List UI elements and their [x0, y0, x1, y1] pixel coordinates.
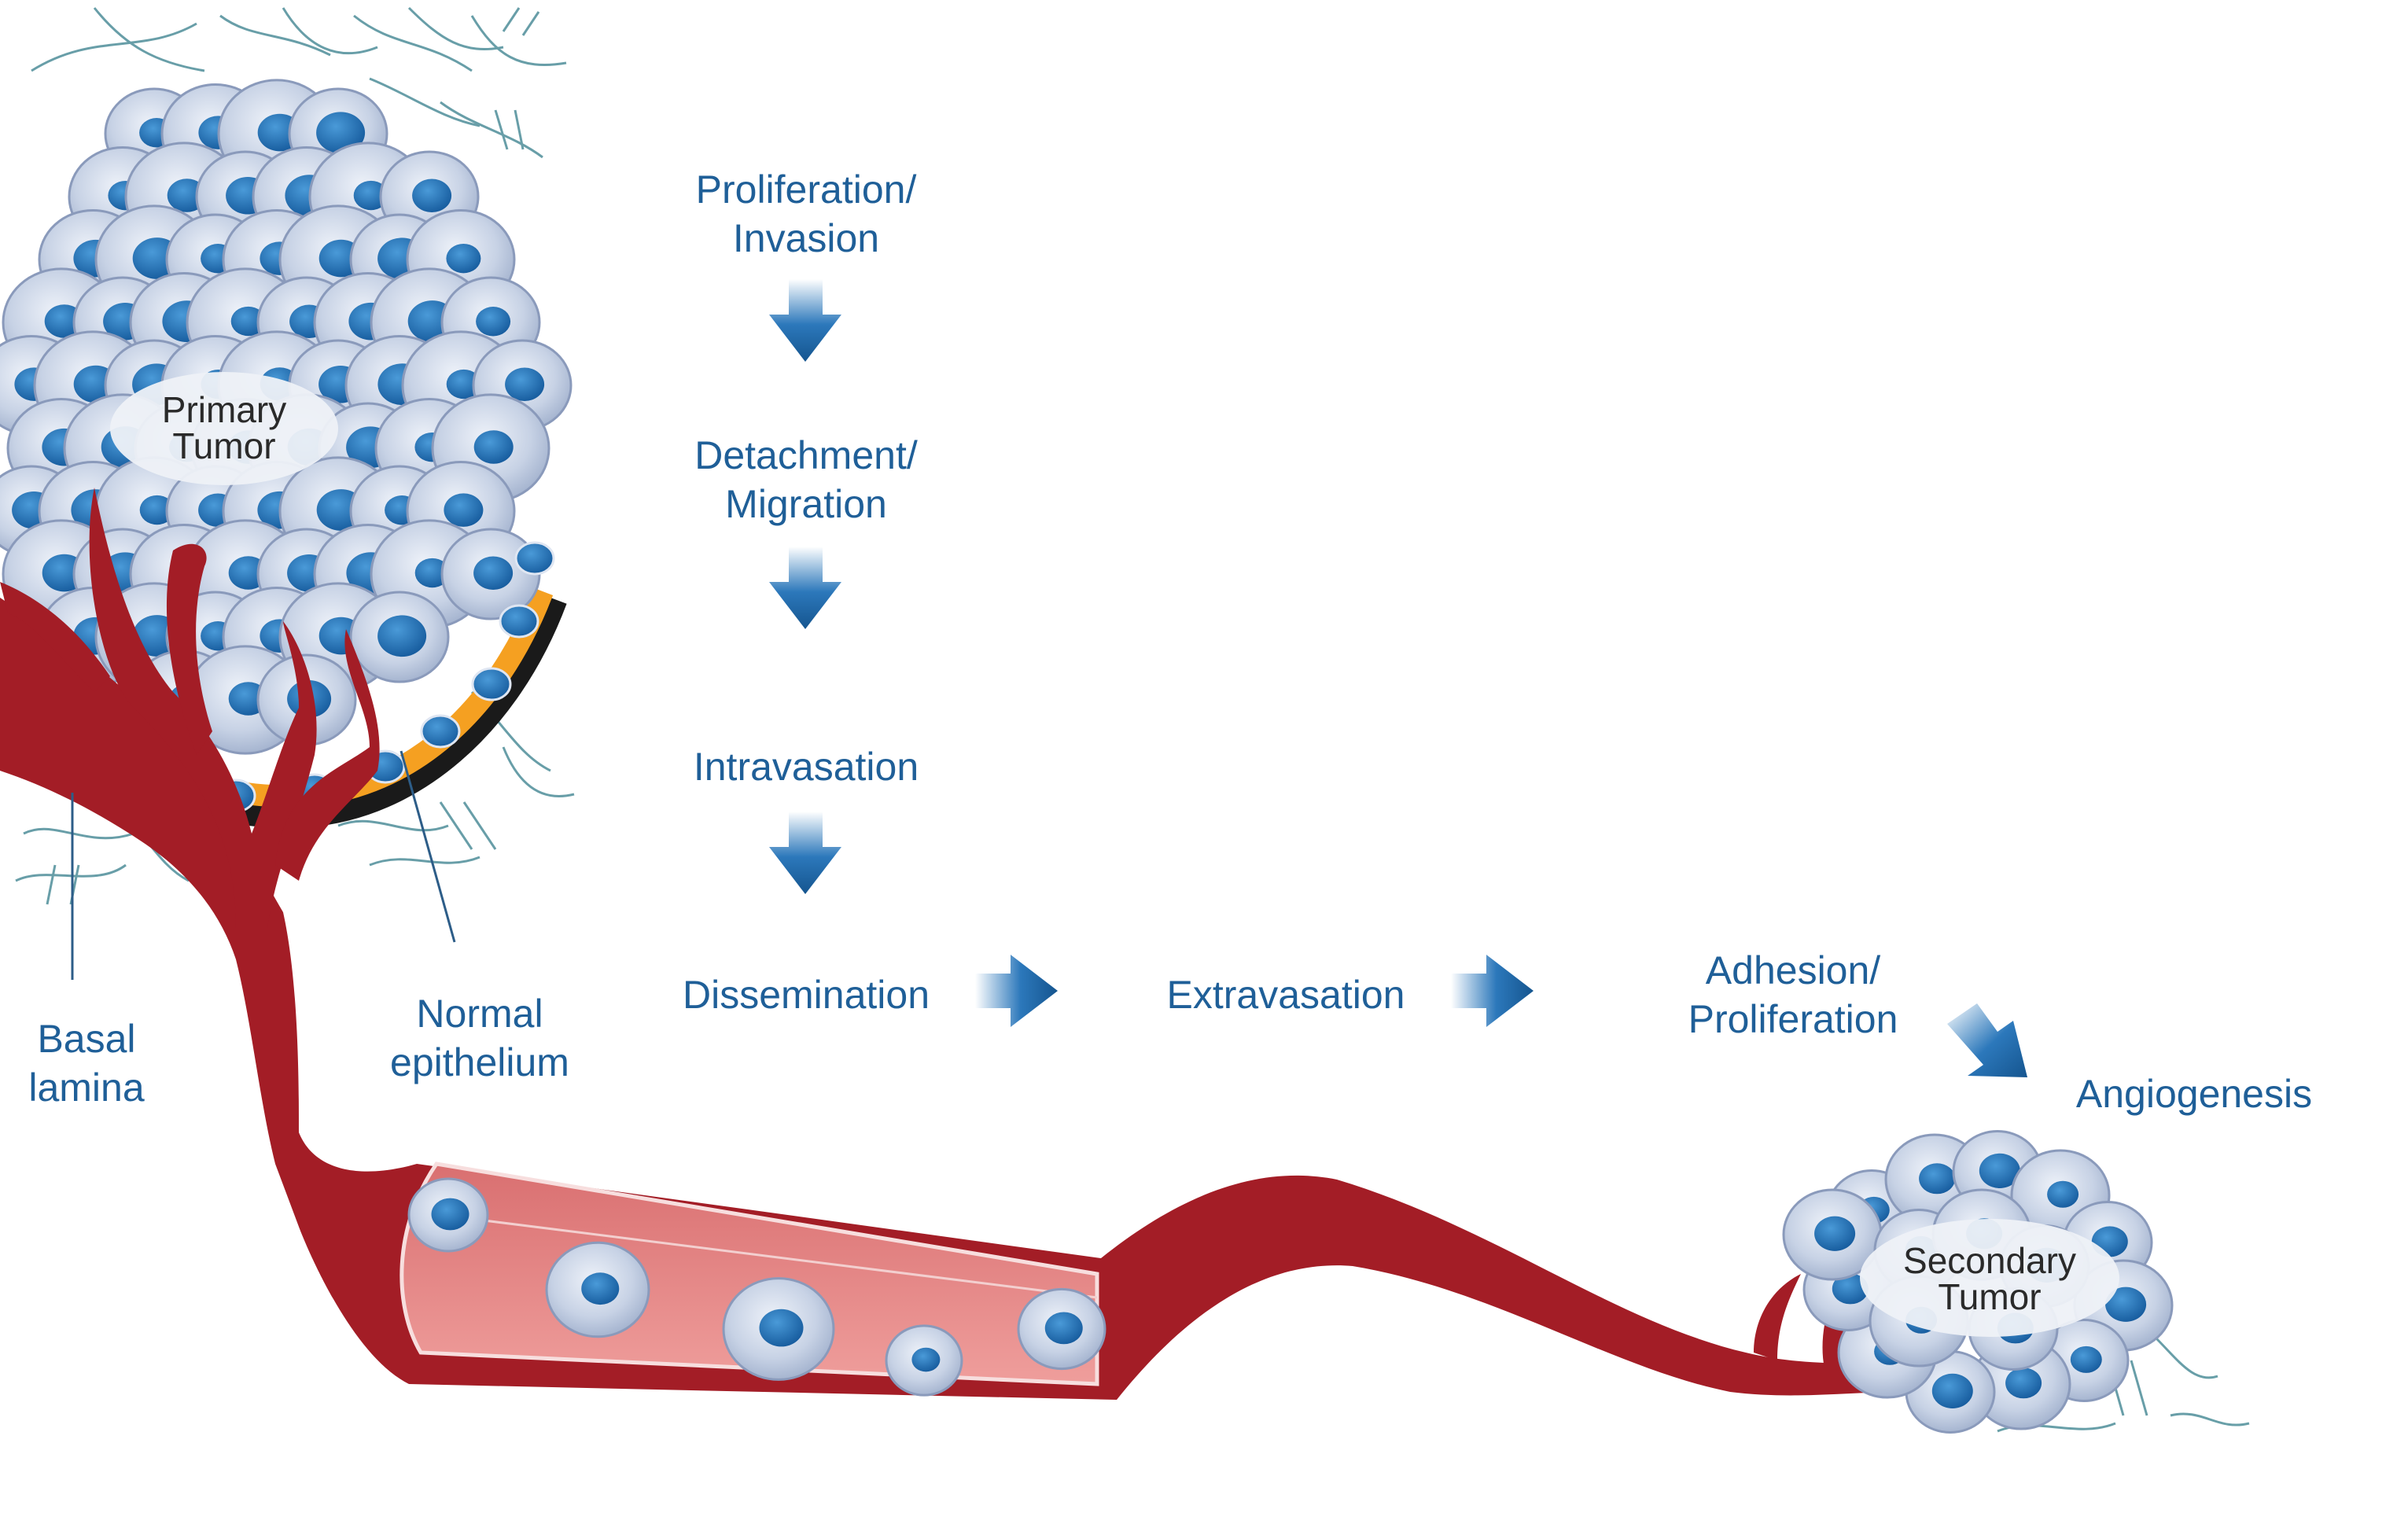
diagonal-arrow-icon	[1947, 1003, 2027, 1077]
epithelial-cell	[471, 667, 512, 701]
right-arrow-icon	[1451, 955, 1534, 1027]
step-extravasation: Extravasation	[1166, 973, 1405, 1017]
primary-tumor-label: Primary Tumor	[161, 389, 287, 466]
secondary-tumor-cells	[1782, 1129, 2174, 1434]
down-arrow-icon	[769, 812, 841, 894]
step-angiogenesis: Angiogenesis	[2075, 1072, 2313, 1116]
primary-tumor-label-backdrop	[110, 372, 338, 485]
normal-epithelium-label: Normal epithelium	[390, 992, 569, 1084]
down-arrow-icon	[769, 279, 841, 362]
step-adhesion-proliferation: Adhesion/ Proliferation	[1688, 948, 1898, 1041]
circulating-cell	[545, 1241, 650, 1338]
epithelial-cell	[420, 714, 461, 749]
step-detachment-migration: Detachment/ Migration	[694, 433, 918, 526]
epithelial-cell	[499, 604, 539, 639]
secondary-tumor-label-backdrop	[1860, 1219, 2119, 1337]
right-arrow-icon	[975, 955, 1058, 1027]
primary-tumor-cells	[0, 79, 573, 755]
circulating-cell	[1017, 1287, 1106, 1371]
secondary-tumor-label: Secondary Tumor	[1903, 1240, 2076, 1317]
circulating-cell	[407, 1177, 489, 1253]
step-dissemination: Dissemination	[682, 973, 930, 1017]
step-proliferation-invasion: Proliferation/ Invasion	[695, 167, 917, 260]
down-arrow-icon	[769, 547, 841, 629]
step-intravasation: Intravasation	[693, 745, 919, 789]
circulating-tumor-cells	[407, 1177, 1106, 1397]
normal-epithelium-pointer	[399, 750, 456, 943]
epithelial-cell	[514, 541, 555, 576]
basal-lamina-label: Basal lamina	[28, 1017, 145, 1110]
circulating-cell	[722, 1277, 835, 1381]
circulating-cell	[885, 1324, 963, 1397]
tumor-cell	[349, 591, 450, 683]
